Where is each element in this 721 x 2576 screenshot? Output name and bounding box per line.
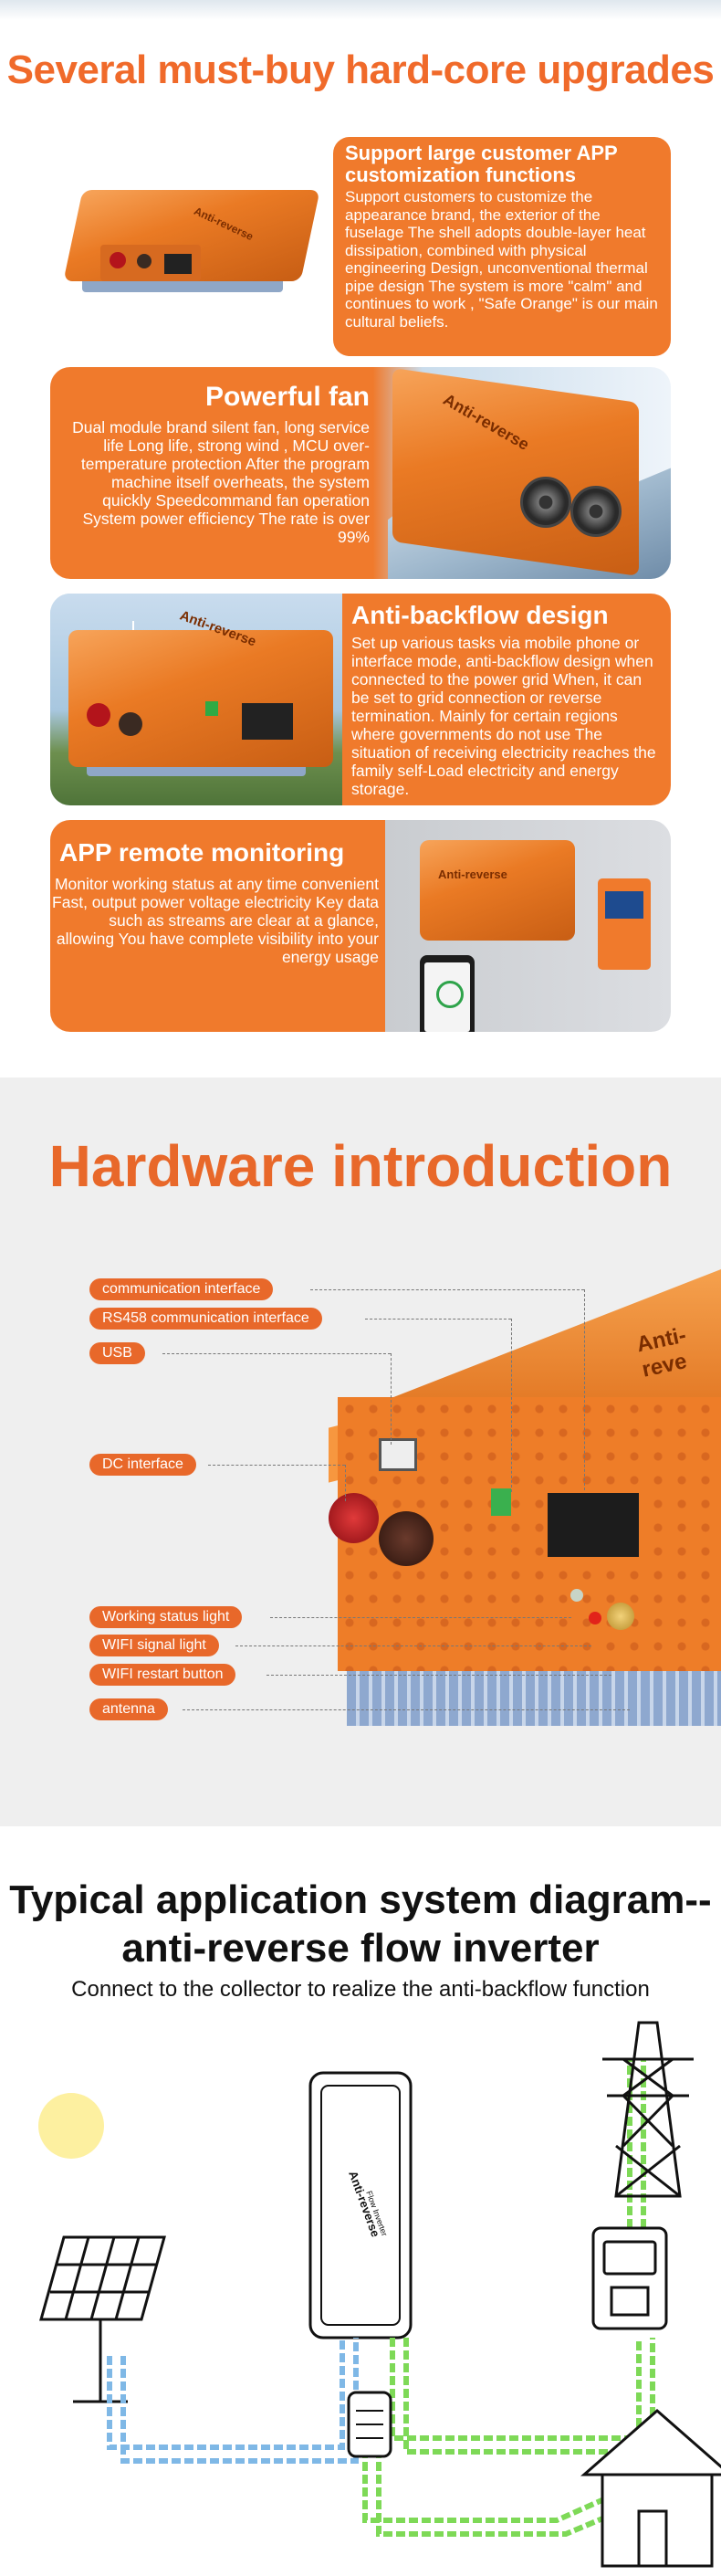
label-antenna: antenna bbox=[89, 1698, 168, 1720]
card1-title: Support large customer APP customization… bbox=[345, 142, 618, 186]
electric-meter-icon bbox=[591, 2226, 668, 2330]
fan-icon bbox=[520, 477, 571, 528]
leader-line bbox=[345, 1465, 346, 1501]
usb-port bbox=[379, 1438, 417, 1471]
leader-line bbox=[266, 1675, 611, 1676]
sun-icon bbox=[38, 2093, 104, 2159]
label-wifi-restart-button: WIFI restart button bbox=[89, 1664, 236, 1686]
section2-title: Hardware introduction bbox=[48, 1133, 673, 1199]
solar-panel-icon bbox=[39, 2235, 166, 2403]
house-icon bbox=[580, 2409, 721, 2568]
label-wifi-signal-light: WIFI signal light bbox=[89, 1635, 219, 1656]
card4-title: APP remote monitoring bbox=[59, 838, 345, 867]
dc-connector-red bbox=[329, 1493, 379, 1543]
leader-line bbox=[584, 1289, 585, 1490]
card-powerful-fan: Powerful fan Dual module brand silent fa… bbox=[50, 367, 671, 579]
heatsink-fins bbox=[347, 1671, 721, 1726]
section3-subtitle: Connect to the collector to realize the … bbox=[71, 1977, 650, 2002]
card1-text: Support customers to customize the appea… bbox=[345, 188, 658, 331]
dc-cable bbox=[120, 2338, 359, 2464]
phone-icon bbox=[420, 955, 475, 1032]
leader-line bbox=[270, 1617, 571, 1618]
label-usb: USB bbox=[89, 1342, 145, 1364]
load-cable bbox=[362, 2411, 641, 2523]
section1-title: Several must-buy hard-core upgrades bbox=[6, 47, 715, 92]
card2-text: Dual module brand silent fan, long servi… bbox=[72, 418, 370, 546]
card-app-monitoring: APP remote monitoring Monitor working st… bbox=[50, 820, 671, 1032]
leader-line bbox=[183, 1709, 630, 1710]
card-app-customization: Anti-reverse Support large customer APP … bbox=[0, 137, 721, 356]
product-brand-4: Anti-reverse bbox=[438, 867, 507, 881]
card4-text: Monitor working status at any time conve… bbox=[52, 875, 379, 966]
leader-line bbox=[162, 1353, 391, 1354]
product-image-3: Anti-reverse bbox=[68, 608, 342, 794]
card3-title: Anti-backflow design bbox=[351, 601, 609, 629]
product-image-4: Anti-reverse bbox=[420, 840, 575, 941]
section3-title-line1: Typical application system diagram-- bbox=[9, 1877, 712, 1922]
label-working-status-light: Working status light bbox=[89, 1606, 243, 1628]
label-rs458: RS458 communication interface bbox=[89, 1308, 322, 1330]
leader-line bbox=[235, 1645, 591, 1646]
system-diagram: Anti-reverse Flow Inverter bbox=[38, 2021, 721, 2568]
product-image-fan: Anti-reverse bbox=[383, 368, 657, 576]
card-anti-backflow: Anti-reverse Anti-backflow design Set up… bbox=[50, 594, 671, 805]
fan-icon bbox=[570, 486, 622, 537]
leader-line bbox=[391, 1353, 392, 1445]
label-communication-interface: communication interface bbox=[89, 1278, 274, 1300]
label-dc-interface: DC interface bbox=[89, 1454, 196, 1476]
inverter-icon: Anti-reverse Flow Inverter bbox=[308, 2071, 413, 2339]
meter-device bbox=[598, 878, 651, 970]
card2-title: Powerful fan bbox=[204, 382, 370, 412]
ac-cable bbox=[390, 2338, 642, 2441]
dc-connector-black bbox=[379, 1511, 434, 1566]
status-light bbox=[570, 1589, 583, 1602]
power-tower-icon bbox=[602, 2021, 694, 2198]
collector-icon bbox=[347, 2391, 392, 2458]
leader-line bbox=[310, 1289, 584, 1290]
section3-title-line2: anti-reverse flow inverter bbox=[121, 1926, 600, 1971]
ac-cable bbox=[403, 2338, 655, 2455]
restart-button bbox=[589, 1612, 601, 1624]
leader-line bbox=[511, 1319, 512, 1492]
top-gradient-bar bbox=[0, 0, 721, 20]
leader-line bbox=[208, 1465, 345, 1466]
leader-line bbox=[365, 1319, 511, 1320]
product-image-1: Anti-reverse bbox=[63, 181, 320, 318]
rs485-terminal bbox=[491, 1488, 511, 1516]
card3-text: Set up various tasks via mobile phone or… bbox=[351, 634, 656, 798]
dc-cable bbox=[107, 2338, 345, 2450]
card1-orange-panel bbox=[333, 137, 671, 356]
antenna-connector bbox=[607, 1603, 634, 1630]
product-image-hardware: Anti-reve bbox=[329, 1269, 721, 1762]
ac-terminal-block bbox=[548, 1493, 639, 1557]
